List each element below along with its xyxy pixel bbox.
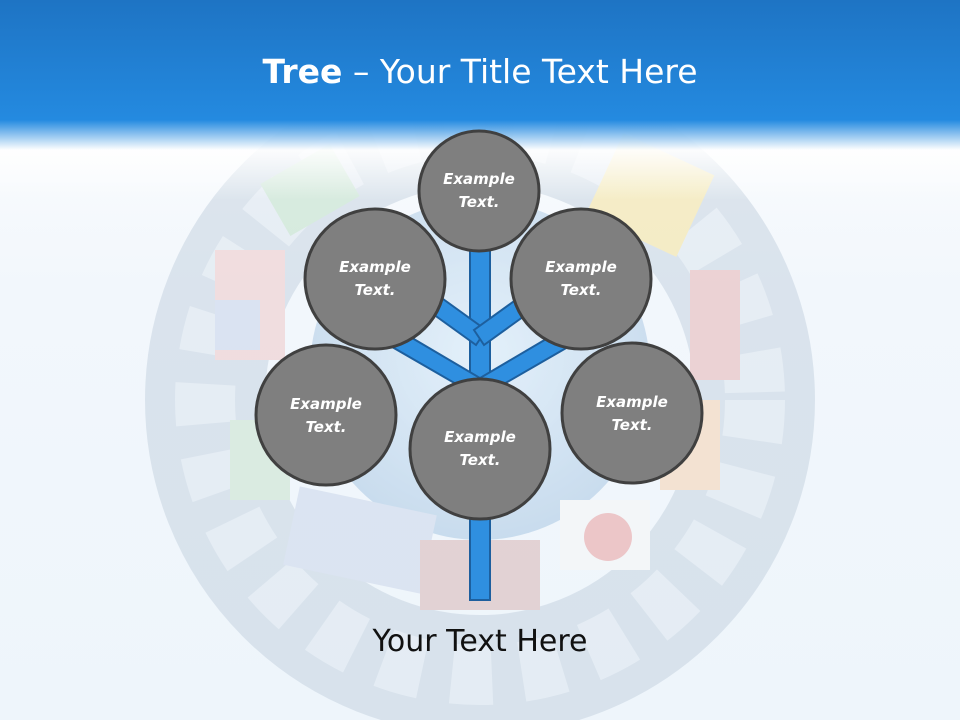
node-lower-left-label: Example Text.: [256, 393, 396, 439]
node-upper-left-label: Example Text.: [305, 256, 445, 302]
node-top-line2: Text.: [458, 193, 500, 211]
node-top-label: Example Text.: [409, 168, 549, 214]
node-lower-right-line1: Example: [596, 393, 668, 411]
footer-text: Your Text Here: [372, 624, 588, 659]
node-lower-right-line2: Text.: [611, 416, 653, 434]
node-lower-right: [560, 341, 704, 485]
node-upper-right: [509, 207, 653, 351]
node-top-line1: Example: [443, 170, 515, 188]
title-text: Your Title Text Here: [379, 52, 698, 91]
node-upper-right-label: Example Text.: [511, 256, 651, 302]
node-top: [417, 129, 541, 253]
node-upper-right-line2: Text.: [560, 281, 602, 299]
node-upper-right-line1: Example: [545, 258, 617, 276]
node-center-line2: Text.: [459, 451, 501, 469]
node-upper-left-line2: Text.: [354, 281, 396, 299]
title-bold: Tree: [262, 52, 343, 91]
node-center-label: Example Text.: [410, 426, 550, 472]
node-center: [408, 377, 552, 521]
node-upper-left: [303, 207, 447, 351]
tree-nodes: [254, 129, 704, 521]
node-lower-left-line1: Example: [290, 395, 362, 413]
node-lower-left: [254, 343, 398, 487]
slide-title: Tree – Your Title Text Here: [0, 52, 960, 91]
title-separator: –: [352, 52, 370, 91]
node-lower-left-line2: Text.: [305, 418, 347, 436]
node-lower-right-label: Example Text.: [562, 391, 702, 437]
node-upper-left-line1: Example: [339, 258, 411, 276]
node-center-line1: Example: [444, 428, 516, 446]
